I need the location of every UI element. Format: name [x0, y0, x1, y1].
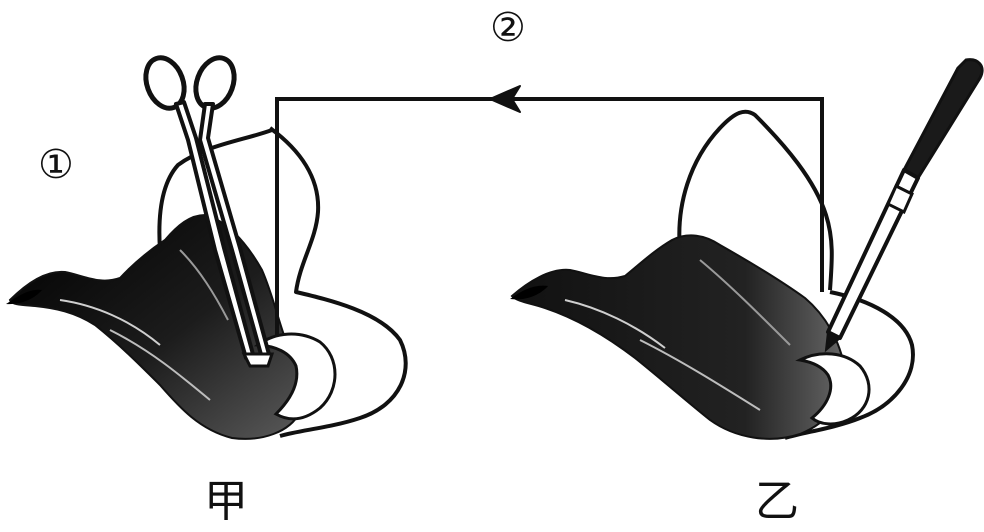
forceps-ring-right — [189, 52, 241, 113]
forceps-tip — [244, 354, 272, 366]
step-1-label: ① — [38, 145, 74, 185]
specimen-body-yi — [512, 235, 845, 438]
step-2-label: ② — [490, 8, 526, 48]
figure-caption-jia: 甲 — [204, 480, 248, 524]
scalpel-icon — [826, 60, 982, 350]
figure-caption-yi: 乙 — [755, 480, 799, 524]
scalpel-handle — [904, 60, 982, 178]
